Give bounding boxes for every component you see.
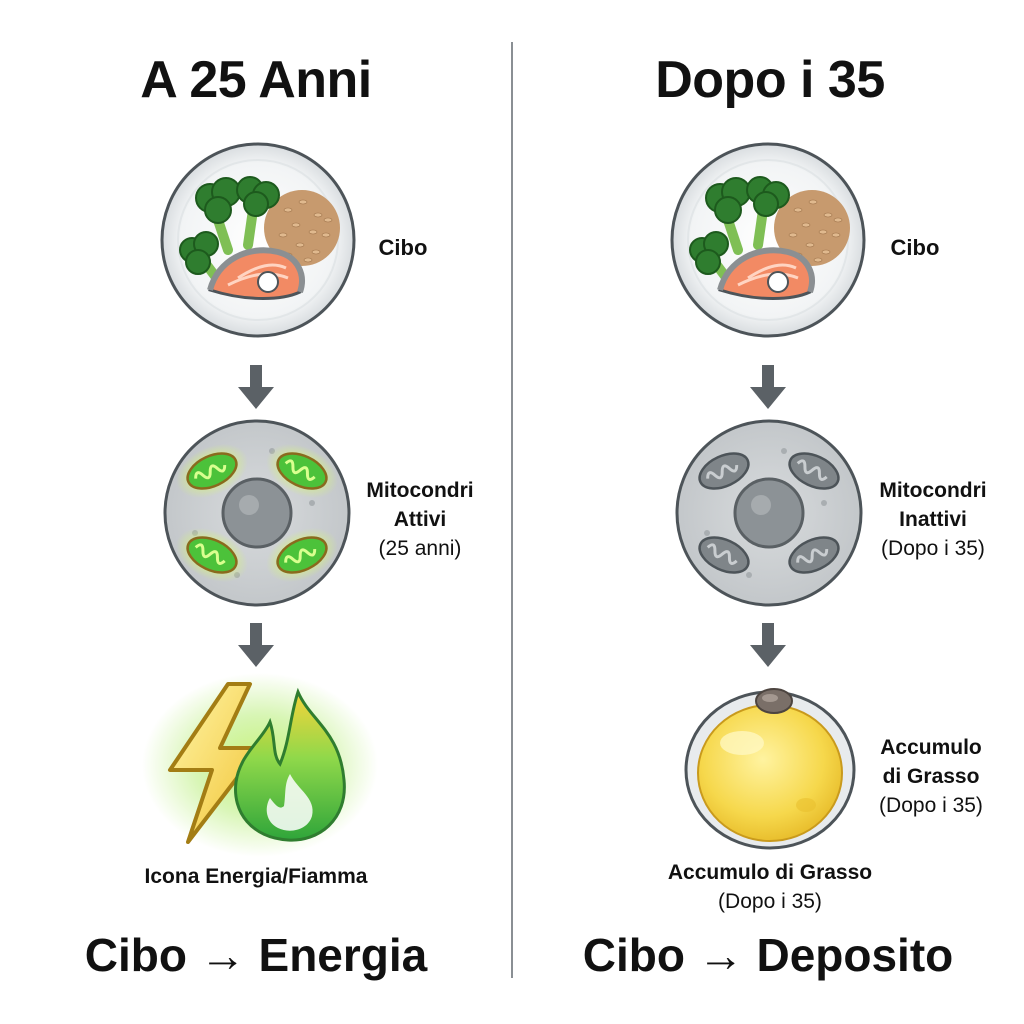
cell-icon: [163, 419, 351, 607]
plate-icon: [158, 140, 358, 340]
fat-cell-icon: [684, 688, 856, 850]
right-heading: Dopo i 35: [655, 51, 885, 109]
right-fat-side-line1: Accumulo: [880, 736, 982, 759]
lightning-icon: [168, 682, 262, 844]
left-heading: A 25 Anni: [140, 51, 372, 109]
mitochondria-icon: [176, 443, 338, 583]
left-mito-sub: (25 anni): [378, 537, 462, 560]
right-mito-sub: (Dopo i 35): [881, 537, 985, 560]
left-food-label: Cibo: [378, 235, 428, 260]
right-fat-side-line2: di Grasso: [882, 765, 980, 788]
right-fat-bottom-sub: (Dopo i 35): [718, 890, 822, 913]
left-footer: Cibo → Energia: [84, 929, 428, 981]
mitochondria-icon: [698, 452, 840, 574]
right-mito-label: Mitocondri Inattivi (Dopo i 35): [862, 476, 1004, 563]
plate-icon: [668, 140, 868, 340]
cell-icon: [675, 419, 863, 607]
right-fat-side-label: Accumulo di Grasso (Dopo i 35): [857, 733, 1005, 820]
left-mito-line2: Attivi: [393, 508, 447, 531]
arrow-down-icon: [750, 623, 786, 667]
arrow-down-icon: [238, 365, 274, 409]
column-25-years: A 25 Anni Cibo: [84, 51, 490, 981]
right-mito-line2: Inattivi: [899, 508, 967, 531]
column-after-35: Dopo i 35 Cibo: [512, 0, 1024, 1024]
column-divider: [511, 42, 513, 978]
left-mito-line1: Mitocondri: [366, 479, 474, 502]
energy-icon-group: [142, 673, 378, 857]
right-fat-side-sub: (Dopo i 35): [879, 794, 983, 817]
right-mito-line1: Mitocondri: [879, 479, 987, 502]
left-mito-label: Mitocondri Attivi (25 anni): [350, 476, 490, 563]
right-food-label: Cibo: [890, 235, 940, 260]
right-fat-bottom-line1: Accumulo di Grasso: [667, 861, 873, 884]
right-fat-bottom-label: Accumulo di Grasso (Dopo i 35): [622, 858, 918, 916]
flame-icon: [234, 687, 346, 842]
arrow-down-icon: [238, 623, 274, 667]
arrow-down-icon: [750, 365, 786, 409]
right-footer: Cibo → Deposito: [582, 929, 954, 981]
left-energy-label: Icona Energia/Fiamma: [144, 865, 368, 888]
